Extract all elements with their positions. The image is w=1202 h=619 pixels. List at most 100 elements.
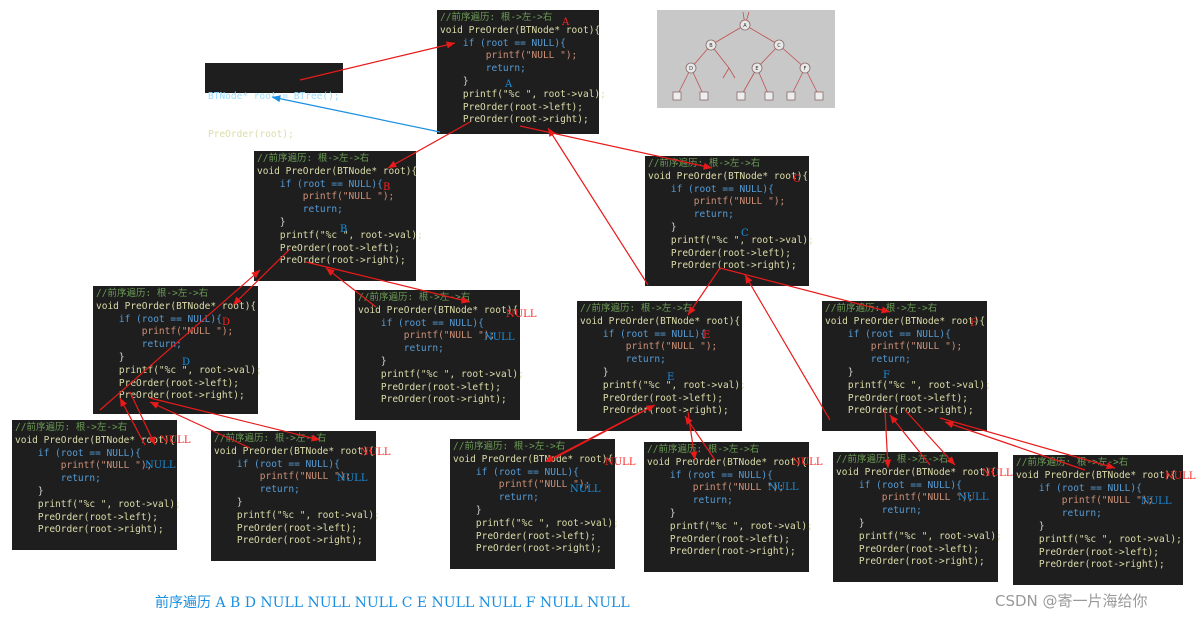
mini-node-b [705,39,717,51]
code-line-comment: //前序遍历: 根->左->右 [440,12,553,23]
node-label-d-red: D [222,317,231,328]
code-line-if: if (root == NULL){ [648,183,774,195]
mini-label-c: C [777,43,781,49]
code-line-ret: return; [15,473,101,485]
null-marker-blue: NULL [1141,496,1172,507]
code-line-right: PreOrder(root->right); [580,405,729,417]
null-marker-red: NULL [1165,471,1196,482]
code-line-ret: return; [440,63,526,75]
code-line-right: PreOrder(root->right); [825,405,974,417]
mini-node-d [685,62,697,74]
code-line-if: if (root == NULL){ [580,328,706,340]
code-line-comment: //前序遍历: 根->左->右 [214,433,327,444]
null-marker-blue: NULL [145,460,176,471]
code-line-printf-val: printf("%c ", root->val); [453,517,619,529]
traversal-result: 前序遍历 A B D NULL NULL NULL C E NULL NULL … [155,595,630,611]
code-line-left: PreOrder(root->left); [1016,546,1159,558]
code-line-close: } [214,496,243,508]
code-line-sig: void PreOrder(BTNode* root){ [825,315,986,327]
code-line-printf-val: printf("%c ", root->val); [358,368,524,380]
code-line-printf-val: printf("%c ", root->val); [257,229,423,241]
code-line-left: PreOrder(root->left); [440,101,583,113]
code-line-close: } [1016,520,1045,532]
null-marker-red: NULL [792,457,823,468]
code-line-printf-val: printf("%c ", root->val); [836,530,1002,542]
mini-tree-svg: A B C D E F [672,11,824,101]
code-line-if: if (root == NULL){ [1016,482,1142,494]
code-line-left: PreOrder(root->left); [257,242,400,254]
code-line-if: if (root == NULL){ [358,317,484,329]
mini-node-c [773,39,785,51]
node-label-a-red: A [562,17,570,28]
code-line-printf-val: printf("%c ", root->val); [648,234,814,246]
code-line-sig: void PreOrder(BTNode* root){ [836,466,997,478]
code-line-left: PreOrder(root->left); [96,377,239,389]
code-line-left: PreOrder(root->left); [825,392,968,404]
code-line-printf-null: printf("NULL "); [214,471,352,483]
mini-label-d: D [689,66,693,72]
code-line-ret: return; [96,339,182,351]
code-line-printf-val: printf("%c ", root->val); [825,379,991,391]
code-line-printf-null: printf("NULL "); [1016,495,1154,507]
caller-line-1: BTNode* root = BTree(); [208,90,340,102]
code-line-comment: //前序遍历: 根->左->右 [836,454,949,465]
node-label-b-blue: B [340,224,348,235]
code-line-if: if (root == NULL){ [825,328,951,340]
code-line-comment: //前序遍历: 根->左->右 [825,303,938,314]
code-line-right: PreOrder(root->right); [1016,559,1165,571]
code-line-comment: //前序遍历: 根->左->右 [15,422,128,433]
code-line-left: PreOrder(root->left); [836,543,979,555]
code-line-printf-val: printf("%c ", root->val); [647,520,813,532]
code-line-comment: //前序遍历: 根->左->右 [257,153,370,164]
code-line-right: PreOrder(root->right); [836,556,985,568]
code-line-comment: //前序遍历: 根->左->右 [647,444,760,455]
node-label-b-red: B [383,182,391,193]
code-line-printf-null: printf("NULL "); [358,330,496,342]
node-label-d-blue: D [182,357,191,368]
code-line-if: if (root == NULL){ [440,37,566,49]
code-line-if: if (root == NULL){ [453,466,579,478]
code-line-if: if (root == NULL){ [15,447,141,459]
code-line-close: } [453,504,482,516]
code-line-right: PreOrder(root->right); [214,535,363,547]
code-line-sig: void PreOrder(BTNode* root){ [453,453,614,465]
code-line-printf-val: printf("%c ", root->val); [580,379,746,391]
node-label-a-blue: A [505,79,513,90]
code-line-sig: void PreOrder(BTNode* root){ [580,315,741,327]
null-marker-red: NULL [360,447,391,458]
code-line-printf-null: printf("NULL "); [648,196,786,208]
code-line-sig: void PreOrder(BTNode* root){ [15,434,176,446]
mini-label-b: B [709,43,713,49]
code-line-printf-null: printf("NULL "); [257,191,395,203]
code-line-ret: return; [647,495,733,507]
node-label-c-red: C [793,174,801,185]
code-line-sig: void PreOrder(BTNode* root){ [647,456,808,468]
code-line-right: PreOrder(root->right); [647,546,796,558]
code-line-left: PreOrder(root->left); [580,392,723,404]
code-line-printf-null: printf("NULL "); [440,50,578,62]
code-line-if: if (root == NULL){ [214,458,340,470]
code-line-printf-null: printf("NULL "); [836,492,974,504]
code-line-ret: return; [257,204,343,216]
code-line-ret: return; [358,343,444,355]
mini-tree-thumbnail: A B C D E F [657,10,835,108]
code-line-left: PreOrder(root->left); [453,530,596,542]
code-line-comment: //前序遍历: 根->左->右 [453,441,566,452]
mini-label-e: E [755,66,758,72]
code-line-ret: return; [648,209,734,221]
code-line-printf-null: printf("NULL "); [15,460,153,472]
code-line-close: } [580,366,609,378]
code-line-sig: void PreOrder(BTNode* root){ [214,445,375,457]
null-marker-red: NULL [982,468,1013,479]
mini-label-f: F [804,66,807,72]
code-line-if: if (root == NULL){ [647,469,773,481]
